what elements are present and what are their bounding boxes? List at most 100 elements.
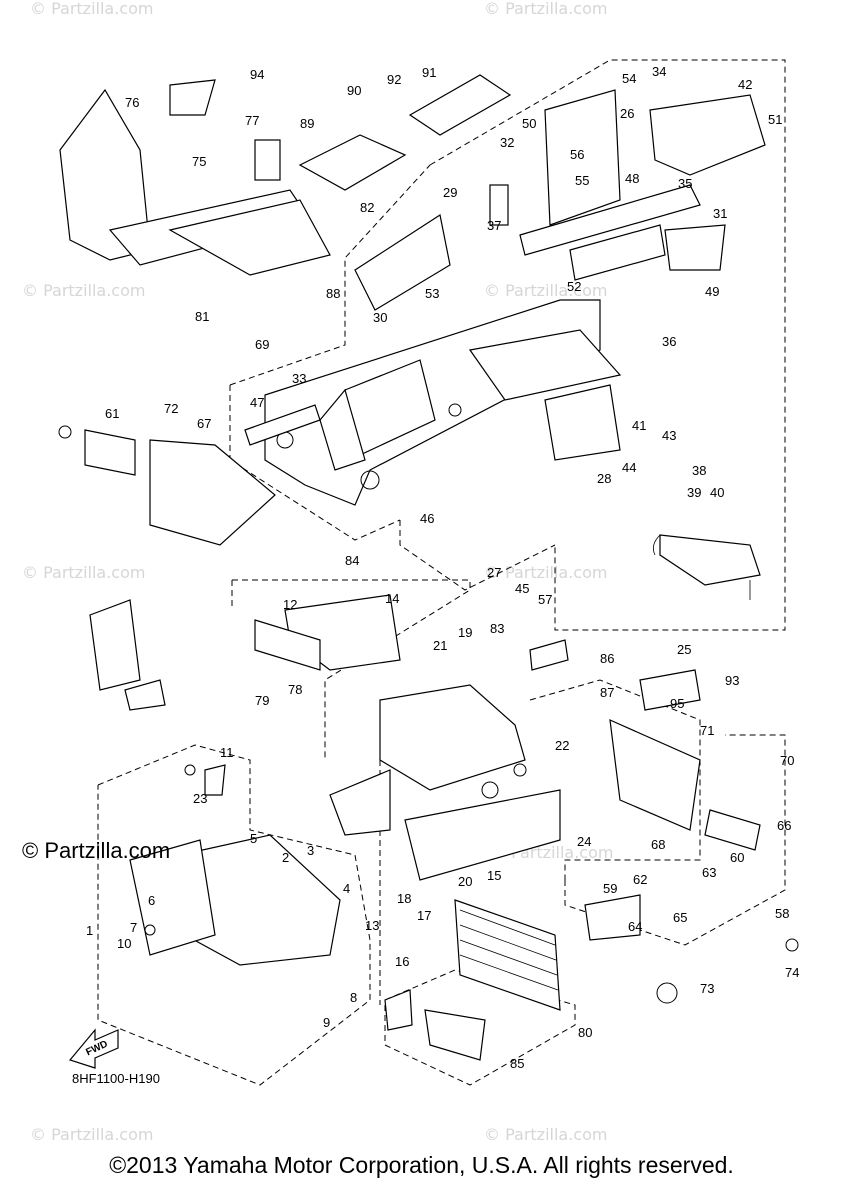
callout-number: 55 xyxy=(575,173,589,188)
callout-number: 74 xyxy=(785,965,799,980)
callout-number: 48 xyxy=(625,171,639,186)
callout-number: 13 xyxy=(365,918,379,933)
callout-number: 67 xyxy=(197,416,211,431)
callout-number: 6 xyxy=(148,893,155,908)
callout-number: 4 xyxy=(343,881,350,896)
callout-number: 75 xyxy=(192,154,206,169)
callout-number: 22 xyxy=(555,738,569,753)
callout-number: 25 xyxy=(677,642,691,657)
watermark-text: © Partzilla.com xyxy=(30,1125,153,1144)
watermark-text: © Partzilla.com xyxy=(22,281,145,300)
callout-number: 62 xyxy=(633,872,647,887)
callout-number: 93 xyxy=(725,673,739,688)
callout-number: 91 xyxy=(422,65,436,80)
callout-number: 76 xyxy=(125,95,139,110)
callout-number: 90 xyxy=(347,83,361,98)
callout-number: 40 xyxy=(710,485,724,500)
callout-number: 21 xyxy=(433,638,447,653)
callout-number: 49 xyxy=(705,284,719,299)
heat-exchanger xyxy=(384,899,561,1061)
callout-number: 60 xyxy=(730,850,744,865)
callout-number: 39 xyxy=(687,485,701,500)
callout-number: 11 xyxy=(220,745,234,760)
watermark-text: © Partzilla.com xyxy=(484,1125,607,1144)
callout-number: 43 xyxy=(662,428,676,443)
callout-number: 71 xyxy=(700,723,714,738)
callout-number: 31 xyxy=(713,206,727,221)
watermark-layer: © Partzilla.com © Partzilla.com © Partzi… xyxy=(22,0,613,1144)
watermark-text: © Partzilla.com xyxy=(484,563,607,582)
front-lower-frame xyxy=(89,599,341,966)
callout-number: 14 xyxy=(385,591,399,606)
left-bracket-group xyxy=(58,425,276,546)
callout-number: 9 xyxy=(323,1015,330,1030)
callout-number: 36 xyxy=(662,334,676,349)
callout-number: 47 xyxy=(250,395,264,410)
callout-number: 15 xyxy=(487,868,501,883)
fwd-arrow-icon: FWD xyxy=(68,1028,119,1069)
callout-number: 28 xyxy=(597,471,611,486)
callout-number: 42 xyxy=(738,77,752,92)
callout-number: 50 xyxy=(522,116,536,131)
callout-number: 45 xyxy=(515,581,529,596)
callout-number: 86 xyxy=(600,651,614,666)
rear-subframe xyxy=(298,74,766,281)
callout-number: 5 xyxy=(250,831,257,846)
callout-number: 33 xyxy=(292,371,306,386)
front-upper-frame xyxy=(59,79,331,276)
callout-number: 58 xyxy=(775,906,789,921)
callout-number: 10 xyxy=(117,936,131,951)
callout-number: 1 xyxy=(86,923,93,938)
callout-number: 68 xyxy=(651,837,665,852)
callout-number: 57 xyxy=(538,592,552,607)
callout-number: 20 xyxy=(458,874,472,889)
callout-number: 69 xyxy=(255,337,269,352)
watermark-text: © Partzilla.com xyxy=(484,281,607,300)
callout-number: 17 xyxy=(417,908,431,923)
callout-number: 64 xyxy=(628,919,642,934)
callout-number: 37 xyxy=(487,218,501,233)
callout-number: 29 xyxy=(443,185,457,200)
callout-number: 83 xyxy=(490,621,504,636)
callout-number: 53 xyxy=(425,286,439,301)
callout-number: 34 xyxy=(652,64,666,79)
callout-number: 82 xyxy=(360,200,374,215)
callout-number: 65 xyxy=(673,910,687,925)
copyright-notice: ©2013 Yamaha Motor Corporation, U.S.A. A… xyxy=(109,1152,734,1178)
callout-number: 80 xyxy=(578,1025,592,1040)
callout-number: 72 xyxy=(164,401,178,416)
callout-number: 30 xyxy=(373,310,387,325)
watermark-text: © Partzilla.com xyxy=(22,563,145,582)
callout-number: 2 xyxy=(282,850,289,865)
callout-number: 19 xyxy=(458,625,472,640)
lower-tunnel-group xyxy=(254,594,561,881)
watermark-text: © Partzilla.com xyxy=(484,0,607,18)
callout-number: 52 xyxy=(567,279,581,294)
callout-number: 8 xyxy=(350,990,357,1005)
callout-number: 88 xyxy=(326,286,340,301)
callout-number: 81 xyxy=(195,309,209,324)
callout-number: 18 xyxy=(397,891,411,906)
callout-number: 78 xyxy=(288,682,302,697)
exhaust-pipe xyxy=(652,534,761,600)
watermark-text: © Partzilla.com xyxy=(30,0,153,18)
callout-number: 84 xyxy=(345,553,359,568)
right-lower-group xyxy=(529,639,799,1004)
callout-number: 61 xyxy=(105,406,119,421)
callout-number: 46 xyxy=(420,511,434,526)
callout-number: 26 xyxy=(620,106,634,121)
callout-number: 27 xyxy=(487,565,501,580)
callout-number: 85 xyxy=(510,1056,524,1071)
callout-number: 54 xyxy=(622,71,636,86)
callout-number: 35 xyxy=(678,176,692,191)
callout-number: 3 xyxy=(307,843,314,858)
callout-number: 94 xyxy=(250,67,264,82)
callout-number: 63 xyxy=(702,865,716,880)
callout-number: 92 xyxy=(387,72,401,87)
callout-number: 95 xyxy=(670,696,684,711)
callout-number: 24 xyxy=(577,834,591,849)
callout-number: 23 xyxy=(193,791,207,806)
callout-number: 87 xyxy=(600,685,614,700)
